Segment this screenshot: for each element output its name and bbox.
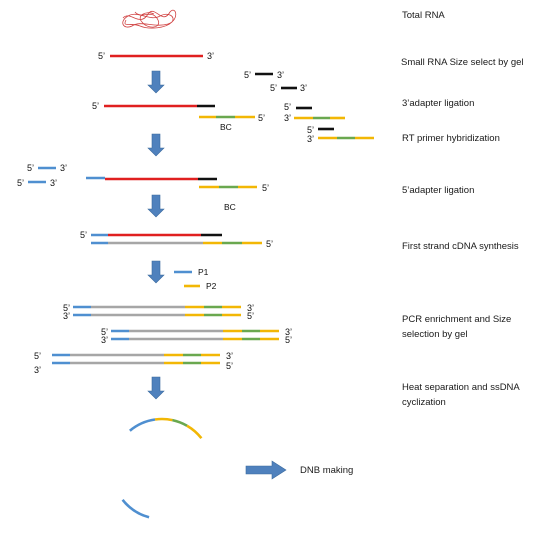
circular-ssdna [121,417,203,519]
adapter5-free-2-5-label: 5’ [17,178,24,188]
p1-label: P1 [198,267,209,277]
step-label-pcr-1: PCR enrichment and Size [402,314,511,325]
circle-bc-arc [172,418,188,427]
arrow-layer [147,70,165,400]
small-rna-5-label: 5’ [98,51,105,61]
pcr-1-right-5-label: 5’ [247,311,254,321]
final-step-label: DNB making [300,465,353,476]
fs-cdna-5-label: 5’ [266,239,273,249]
step-label-heat-1: Heat separation and ssDNA [402,382,520,393]
step-label-5-adapter: 5’adapter ligation [402,185,474,196]
adapter5-free-1-5-label: 5’ [27,163,34,173]
pcr-2-left-5-label: 5’ [101,327,108,337]
pcr-3-left-5-label: 5’ [34,351,41,361]
hyb-2-3-label: 3’ [307,134,314,144]
dnb-arrow [245,460,287,480]
step-arrow-3 [147,194,165,218]
circle-adapter5-arc-2 [121,498,150,519]
fs-5-label: 5’ [80,230,87,240]
adapter5-free-1-3-label: 3’ [60,163,67,173]
pcr-1-left-3-label: 3’ [63,311,70,321]
step-label-size-select: Small RNA Size select by gel [401,57,524,68]
step-arrow-2 [147,133,165,157]
total-rna-tangle [122,9,177,29]
bc-label-1: BC [220,122,232,132]
step-label-heat-2: cyclization [402,397,446,408]
dnb-arrow-shape [245,460,287,480]
step-label-total-rna: Total RNA [402,10,445,21]
step-arrow-4 [147,260,165,284]
adapter-free-2-5-label: 5’ [270,83,277,93]
adapter-free-1-3-label: 3’ [277,70,284,80]
rt-primer-2-5-label: 5’ [262,183,269,193]
step-label-3-adapter: 3’adapter ligation [402,98,474,109]
adapter5-free-2-3-label: 3’ [50,178,57,188]
pcr-2-right-5-label: 5’ [285,335,292,345]
circle-primer-arc-b [186,424,203,440]
pcr-3-left-3-label: 3’ [34,365,41,375]
circle-adapter5-arc [129,418,156,432]
p2-label: P2 [206,281,217,291]
hyb-1-5-label: 5’ [284,102,291,112]
hyb-2-5-label: 5’ [307,125,314,135]
pcr-3-right-5-label: 5’ [226,361,233,371]
ligation-5-label: 5’ [92,101,99,111]
step-arrow-1 [147,70,165,94]
step-label-pcr-2: selection by gel [402,329,467,340]
small-rna-3-label: 3’ [207,51,214,61]
end-label-layer: 5’3’5’3’5’3’5’5’BC5’3’5’3’5’3’5’3’5’BC5’… [17,51,314,375]
step-arrow-5 [147,376,165,400]
pcr-2-right-3-label: 3’ [285,327,292,337]
adapter-free-1-5-label: 5’ [244,70,251,80]
pcr-3-right-3-label: 3’ [226,351,233,361]
hyb-1-3-label: 3’ [284,113,291,123]
pcr-1-right-3-label: 3’ [247,303,254,313]
strand-layer [28,54,374,365]
step-label-first-strand: First strand cDNA synthesis [402,241,519,252]
step-label-rt-primer: RT primer hybridization [402,133,500,144]
pcr-1-left-5-label: 5’ [63,303,70,313]
rt-primer-5-label: 5’ [258,113,265,123]
pcr-2-left-3-label: 3’ [101,335,108,345]
circle-primer-arc-a [154,417,173,422]
adapter-free-2-3-label: 3’ [300,83,307,93]
bc-label-2: BC [224,202,236,212]
